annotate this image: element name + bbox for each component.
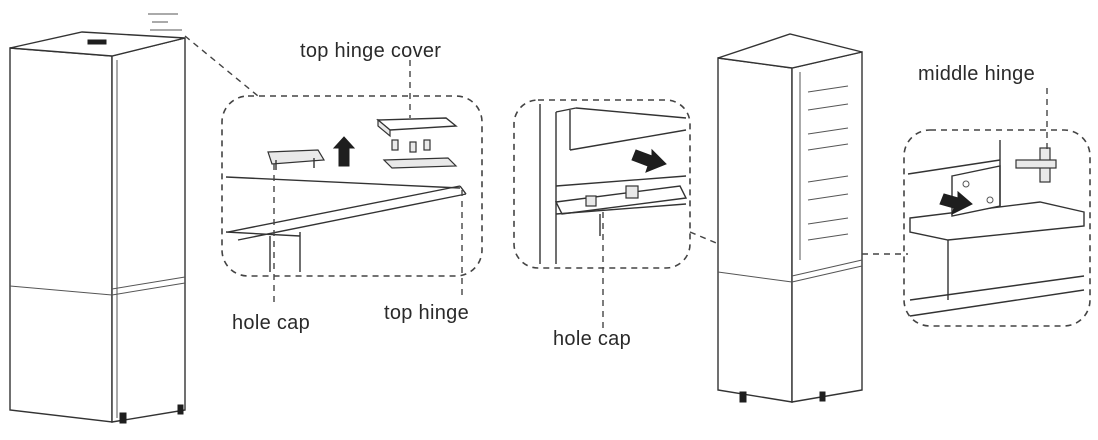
- right-arrow-icon: [631, 148, 667, 173]
- right-fridge: [717, 33, 863, 403]
- middle-hinge-label: middle hinge: [918, 63, 1036, 85]
- hole-cap-label: hole cap: [232, 312, 311, 334]
- top-hinge-label: top hinge: [384, 302, 469, 324]
- up-arrow-icon: [332, 136, 356, 167]
- left-fridge: [9, 13, 186, 424]
- middle-hinge-detail: [903, 129, 1091, 327]
- right-arrow-icon: [939, 190, 973, 215]
- hole-cap-label-middle: hole cap: [553, 328, 632, 350]
- top-hinge-cover-label: top hinge cover: [300, 40, 442, 62]
- middle-hole-cap-detail: [513, 99, 691, 269]
- top-hinge-detail: [221, 95, 483, 277]
